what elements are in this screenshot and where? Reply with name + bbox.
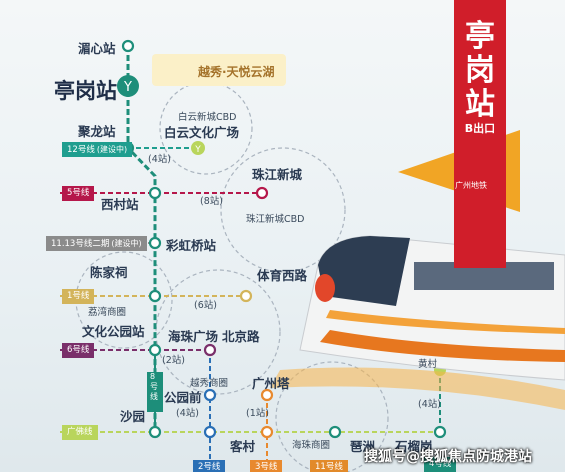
label-zhujiang: 珠江新城 [252,167,303,182]
label-julong: 聚龙站 [78,124,116,139]
watermark: 搜狐号@搜狐焦点防城港站 [364,449,532,465]
label-gongyuanqian: 公园前 [164,390,202,405]
label-shibei: 石榴岗 [395,439,433,454]
label-huangcun: 黄村 [418,359,438,370]
station-haizhu-dot [203,343,217,357]
label-xicun: 西村站 [101,197,139,212]
label-haizhu-area: 海珠商圈 [292,440,331,451]
baiyun-district-ring [159,81,253,175]
label-wenhua: 文化公园站 [82,324,145,339]
label-guangzhouta: 广州塔 [252,376,290,391]
station-liangxin-dot [121,39,135,53]
label-kecun: 客村 [230,439,256,454]
label-liangxin: 湄心站 [78,41,116,56]
banner-char-3: 站 [465,87,495,122]
station-xicun-dot [148,186,162,200]
station-gongyuanqian-dot [203,388,217,402]
tag-line12: 12号线(建设中) [62,142,133,157]
train-illustration [270,235,565,410]
tag-lgf: 广佛线 [62,425,98,440]
station-tinggang-dot [117,75,139,97]
label-haizhu: 海珠广场 [168,329,219,344]
label-chenjiaci: 陈家祠 [90,265,128,280]
zhujiang-district-ring [220,147,346,273]
count-7: (4站) [418,399,441,410]
station-caihongqiao-dot [148,236,162,250]
label-yuexiu: 越秀商圈 [190,378,229,389]
tag-line4: 4号线 [424,457,457,472]
label-tiyuxilu: 体育西路 [257,268,308,283]
station-guangzhouta-dot [260,388,274,402]
label-pazhou: 琶洲 [350,439,376,454]
label-beijinglu: 北京路 [222,329,260,344]
count-1: (4站) [148,154,171,165]
tag-line8: 8号线 [147,372,163,412]
label-zhujiang-cbd: 珠江新城CBD [246,214,305,225]
count-4: (2站) [162,355,185,366]
tag-line6: 6号线 [62,343,95,358]
yuexiu-district-ring [155,269,281,395]
station-chenjiaci-dot [148,289,162,303]
banner-char-2: 岗 [465,53,495,88]
svg-text:Y: Y [194,145,201,155]
station-pazhou-dot [328,425,342,439]
station-banner: 亭 岗 站 [454,0,506,268]
tag-line1113: 11.13号线二期(建设中) [46,236,147,251]
metro-logo-icon: Y [123,80,132,95]
label-tinggang: 亭岗站 [54,79,117,103]
tag-line2: 2号线 [193,460,226,472]
tag-line1: 1号线 [62,289,95,304]
tag-line5: 5号线 [62,186,95,201]
exit-label: B出口 [464,122,496,135]
station-wenhua-dot [148,343,162,357]
station-zhujiang-dot [255,186,269,200]
count-2: (8站) [200,196,223,207]
metro-brand: 广州地铁 [455,181,487,190]
station-kecun2-dot [260,425,274,439]
haizhu-district-ring [275,361,389,472]
tag-line11: 11号线 [310,460,348,472]
project-logo-box [152,54,286,86]
banner-char-1: 亭 [465,19,495,54]
label-lizhi: 荔湾商圈 [88,307,127,318]
station-tiyuxilu-dot [239,289,253,303]
count-5: (4站) [176,408,199,419]
station-kecun-dot [203,425,217,439]
label-shayuan: 沙园 [120,409,146,424]
label-baiyun: 白云文化广场 [164,125,240,140]
station-baiyun-dot [191,141,205,155]
label-baiyun-cbd: 白云新城CBD [178,112,237,123]
tag-line3: 3号线 [250,460,283,472]
count-6: (1站) [246,408,269,419]
project-brand: 越秀·天悦云湖 [198,65,275,79]
main-route-line [126,46,157,432]
label-caihongqiao: 彩虹桥站 [166,238,217,253]
station-shayuan-dot [148,425,162,439]
station-shibei-dot [433,425,447,439]
count-3: (6站) [194,300,217,311]
